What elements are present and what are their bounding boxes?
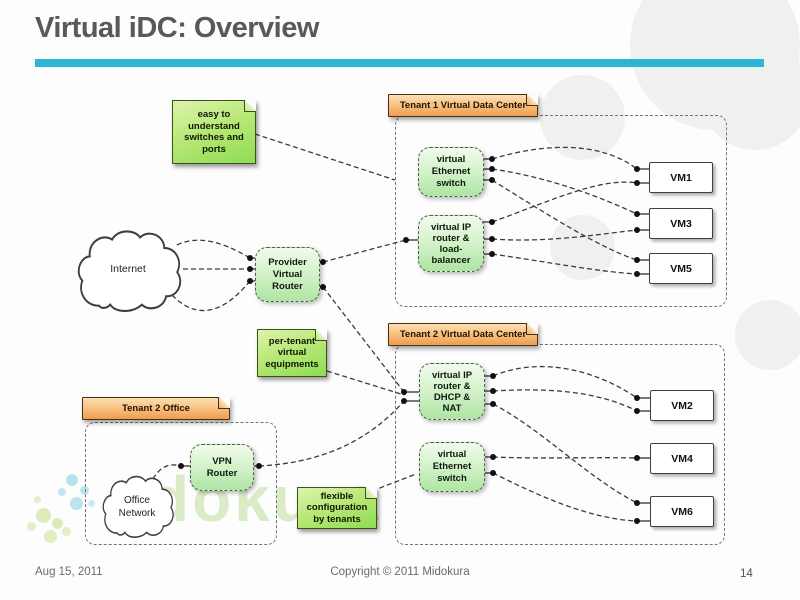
page-fold-icon	[526, 94, 538, 106]
tenant2-container	[395, 344, 725, 545]
port-dots	[178, 156, 640, 524]
office-network-label: Office Network	[118, 495, 156, 519]
page-fold-icon	[244, 100, 256, 112]
tenant2-office-header: Tenant 2 Office	[82, 397, 230, 420]
watermark-logo-dot	[36, 508, 51, 523]
page-fold-icon	[218, 397, 230, 409]
footer-date: Aug 15, 2011	[35, 566, 103, 578]
background-blob	[700, 40, 800, 150]
background-blob	[550, 215, 615, 280]
background-blob	[540, 75, 625, 160]
tenant1-virtual-ip-router-loadbalancer: virtual IP router & load- balancer	[418, 215, 484, 272]
vm-box: VM3	[649, 208, 713, 239]
note-flexible-configuration: flexible configuration by tenants	[297, 487, 377, 529]
tenant2-header-label: Tenant 2 Virtual Data Center	[399, 329, 527, 340]
tenant1-header-label: Tenant 1 Virtual Data Center	[399, 100, 527, 111]
watermark-logo-dot	[27, 522, 36, 531]
watermark-logo-dot	[62, 527, 71, 536]
vm-box: VM6	[650, 496, 714, 527]
tenant1-header: Tenant 1 Virtual Data Center	[388, 94, 538, 117]
tenant2-virtual-ip-router-dhcp-nat: virtual IP router & DHCP & NAT	[419, 363, 485, 420]
vm-box: VM2	[650, 390, 714, 421]
watermark-logo-dot	[58, 488, 66, 496]
watermark-logo-dot	[66, 474, 78, 486]
vpn-router: VPN Router	[190, 444, 254, 491]
watermark-logo-dot	[44, 530, 57, 543]
page-fold-icon	[365, 487, 377, 499]
note-easy-switches: easy to understand switches and ports	[172, 100, 256, 164]
title-accent-bar	[35, 59, 764, 67]
page-title: Virtual iDC: Overview	[35, 12, 319, 44]
tenant1-virtual-ethernet-switch: virtual Ethernet switch	[418, 147, 484, 197]
watermark-logo-dot	[52, 518, 63, 529]
vm-box: VM5	[649, 253, 713, 284]
footer-copyright: Copyright © 2011 Midokura	[330, 566, 470, 578]
watermark-logo-dot	[80, 486, 89, 495]
vm-box: VM4	[650, 443, 714, 474]
page-fold-icon	[526, 323, 538, 335]
tenant2-header: Tenant 2 Virtual Data Center	[388, 323, 538, 346]
vm-box: VM1	[649, 162, 713, 193]
tenant2-virtual-ethernet-switch: virtual Ethernet switch	[419, 442, 485, 492]
watermark-logo-dot	[34, 496, 41, 503]
note-per-tenant-equipments: per-tenant virtual equipments	[257, 329, 327, 377]
page-fold-icon	[315, 329, 327, 341]
background-blob	[735, 300, 800, 370]
watermark-logo-dot	[88, 500, 95, 507]
provider-virtual-router: Provider Virtual Router	[255, 247, 320, 302]
watermark-logo-dot	[70, 497, 83, 510]
tenant1-container	[395, 115, 727, 307]
tenant2-office-header-label: Tenant 2 Office	[122, 403, 190, 414]
internet-label: Internet	[110, 263, 146, 275]
tenant2-office-container	[85, 422, 277, 545]
footer-page-number: 14	[740, 568, 753, 580]
